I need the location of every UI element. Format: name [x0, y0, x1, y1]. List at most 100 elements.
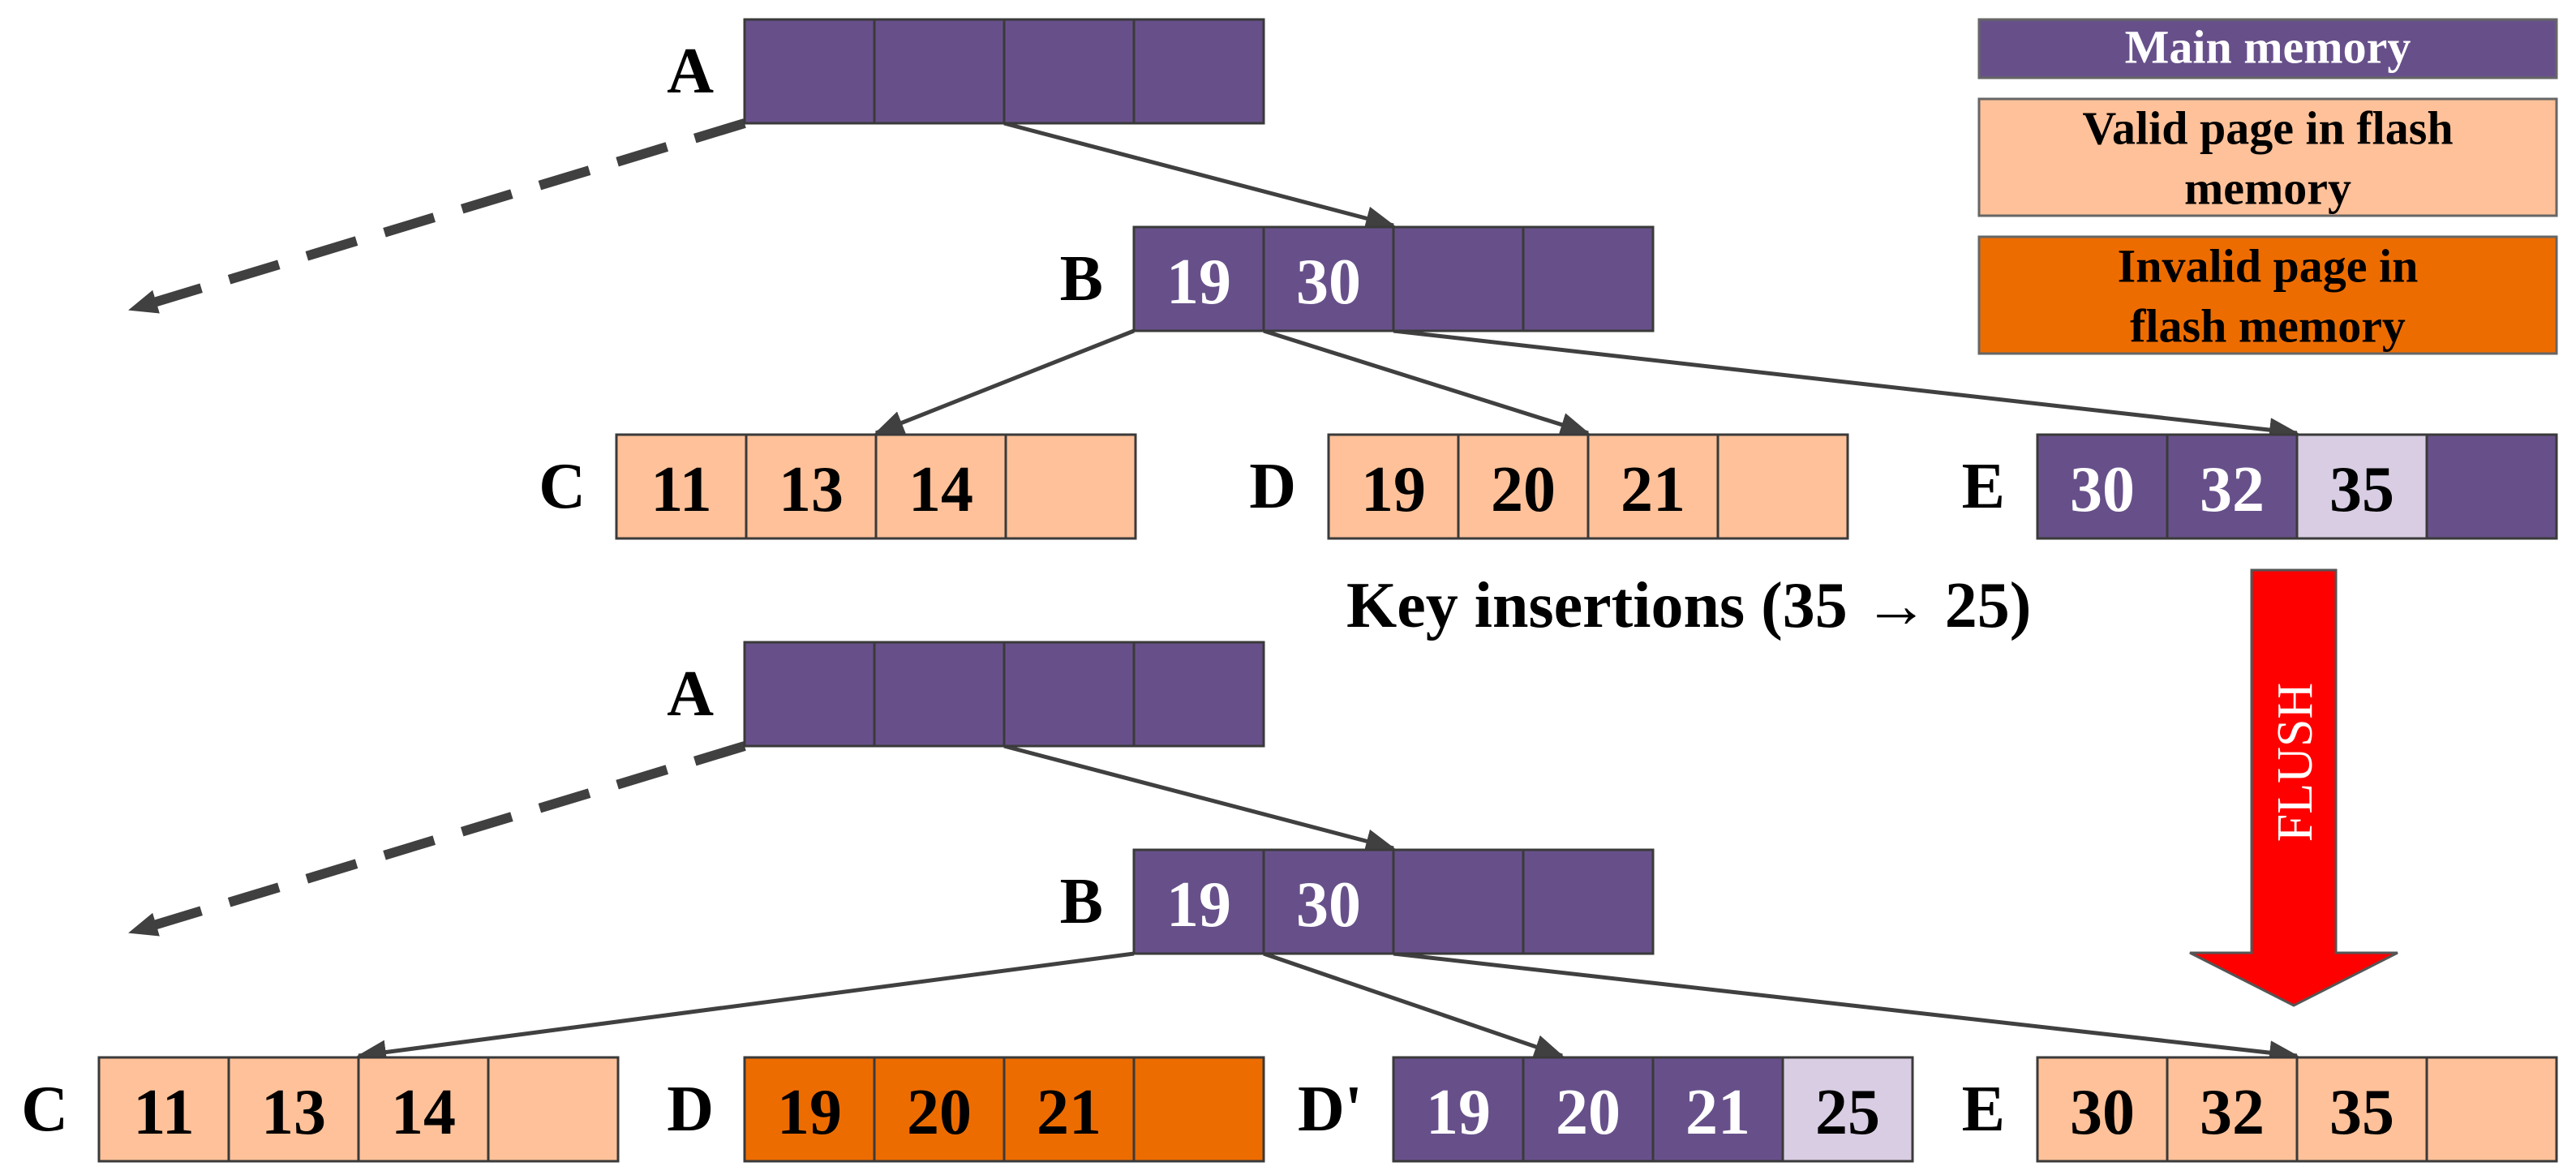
key-cell [1132, 18, 1265, 125]
key-value: 30 [2070, 454, 2135, 525]
key-cell [2166, 1056, 2299, 1163]
key-value: 25 [1815, 1077, 1880, 1148]
key-value: 14 [391, 1077, 456, 1148]
flush-arrow-icon [2189, 568, 2398, 1007]
after-edge-0 [1003, 744, 1395, 853]
before-node-a: A [667, 18, 1265, 125]
key-cell [873, 641, 1006, 748]
key-cell [357, 1056, 490, 1163]
key-value: 14 [908, 454, 973, 525]
key-cell [1522, 225, 1655, 332]
key-value: 11 [650, 454, 712, 525]
key-cell [2036, 433, 2169, 540]
before-node-e: E 30 32 35 [1962, 433, 2558, 540]
after-edge-1 [357, 951, 1135, 1065]
key-cell [615, 433, 748, 540]
key-value: 30 [1296, 247, 1361, 318]
key-value: 19 [1166, 869, 1231, 941]
key-cell [1392, 1056, 1525, 1163]
key-cell [1132, 225, 1265, 332]
node-label-d: D [667, 1074, 714, 1145]
node-label-dp: D' [1298, 1074, 1363, 1145]
before-node-b: B 19 30 [1060, 225, 1655, 332]
key-cell [1651, 1056, 1784, 1163]
after-node-a: A [667, 641, 1265, 748]
key-cell [1002, 18, 1136, 125]
key-value: 21 [1621, 454, 1685, 525]
key-value: 19 [777, 1077, 842, 1148]
key-cell [2425, 433, 2558, 540]
node-label-a: A [667, 658, 714, 730]
key-value: 35 [2329, 454, 2394, 525]
key-cell [1262, 225, 1395, 332]
key-cell [487, 1056, 620, 1163]
key-value: 32 [2200, 1077, 2265, 1148]
key-cell [745, 433, 878, 540]
legend-item-main: Main memory [1977, 18, 2558, 79]
after-node-dp: D' 19 20 21 25 [1298, 1056, 1914, 1163]
node-label-b: B [1060, 866, 1103, 937]
key-value: 19 [1361, 454, 1426, 525]
key-value: 30 [2070, 1077, 2135, 1148]
key-cell [743, 641, 876, 748]
before-edge-dashed-pointer [128, 118, 746, 315]
after-edge-3 [1393, 951, 2299, 1066]
key-cell [1522, 1056, 1655, 1163]
key-cell [1457, 433, 1590, 540]
key-value: 20 [1491, 454, 1556, 525]
node-label-d: D [1249, 451, 1296, 522]
key-value: 32 [2200, 454, 2265, 525]
key-cell [743, 18, 876, 125]
node-label-c: C [21, 1074, 68, 1145]
after-node-c: C 11 13 14 [21, 1056, 620, 1163]
node-label-c: C [539, 451, 586, 522]
tree-edges [128, 118, 2299, 1066]
node-label-e: E [1962, 451, 2005, 522]
key-value: 13 [261, 1077, 326, 1148]
key-value: 19 [1426, 1077, 1491, 1148]
key-cell [97, 1056, 230, 1163]
key-value: 21 [1685, 1077, 1750, 1148]
key-cell [1392, 225, 1525, 332]
before-node-d: D 19 20 21 [1249, 433, 1849, 540]
key-value: 30 [1296, 869, 1361, 941]
key-cell [1392, 848, 1525, 955]
key-cell [874, 433, 1007, 540]
key-cell [873, 18, 1006, 125]
before-edge-0 [1003, 121, 1395, 230]
legend-swatch [1977, 18, 2558, 79]
key-cell [1132, 641, 1265, 748]
key-cell [1586, 433, 1719, 540]
key-cell [1716, 433, 1849, 540]
legend-swatch [1977, 97, 2558, 217]
after-edge-dashed-pointer [128, 741, 746, 937]
key-value: 35 [2329, 1077, 2394, 1148]
flush-label: FLUSH [2268, 683, 2323, 842]
key-value: 11 [133, 1077, 195, 1148]
key-value: 20 [1556, 1077, 1621, 1148]
key-value: 19 [1166, 247, 1231, 318]
key-cell [1004, 433, 1137, 540]
before-edge-1 [874, 328, 1135, 435]
key-cell [1002, 641, 1136, 748]
key-cell [1262, 848, 1395, 955]
key-cell [1132, 1056, 1265, 1163]
node-label-b: B [1060, 243, 1103, 315]
key-cell [873, 1056, 1006, 1163]
after-edge-2 [1263, 951, 1564, 1059]
key-cell [1002, 1056, 1136, 1163]
flush-arrow: FLUSH [2189, 568, 2398, 1007]
after-node-b: B 19 30 [1060, 848, 1655, 955]
caption-key-insertions: Key insertions (35 → 25) [1346, 570, 2031, 641]
key-cell [2036, 1056, 2169, 1163]
